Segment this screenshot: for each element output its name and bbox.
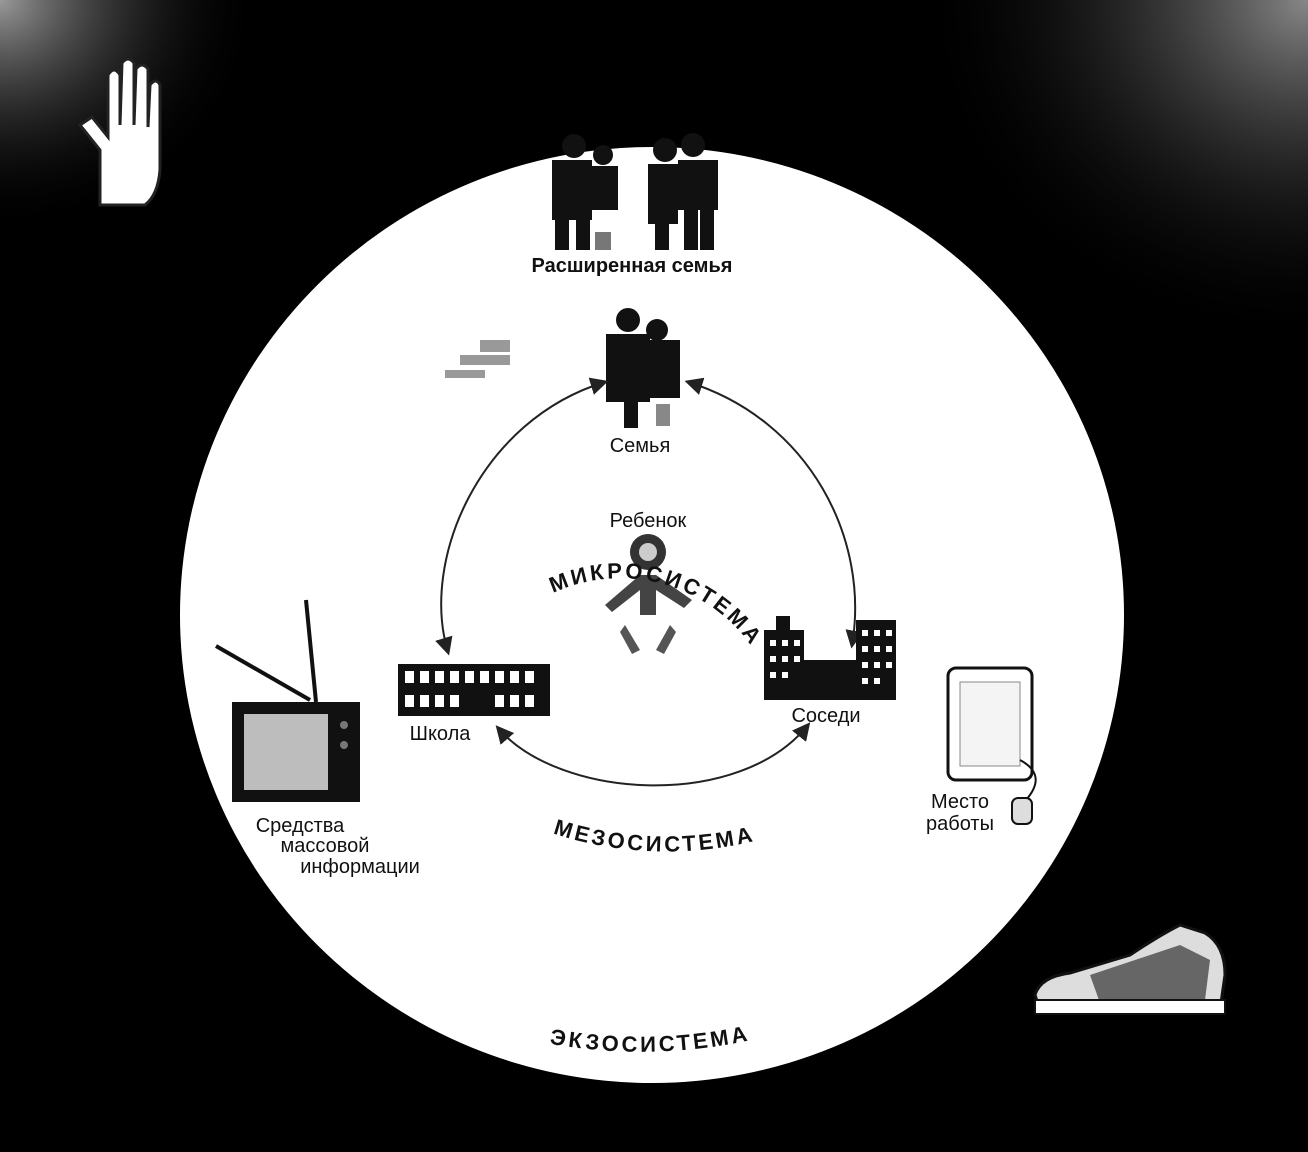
arrow-school-neighbors [495,722,811,787]
child-label: Ребенок [610,510,687,532]
neighbors-label: Соседи [791,705,860,727]
school-label: Школа [410,723,472,745]
tv-icon [215,599,360,802]
svg-text:массовой: массовой [281,835,370,857]
svg-text:работы: работы [926,813,994,835]
extended-family-icon [552,133,718,250]
media-label: Средства массовой информации [256,815,420,878]
sneaker-icon [1033,923,1227,1015]
extended-family-label: Расширенная семья [532,255,733,277]
buildings-icon [764,616,896,700]
child-icon [605,534,692,654]
hand-icon [77,57,162,207]
faded-figure-icon [445,340,510,378]
arrow-family-neighbors [684,377,864,649]
computer-icon [946,666,1037,825]
svg-text:Средства: Средства [256,815,345,837]
arrow-family-school [435,377,609,656]
family-icon [606,308,680,428]
svg-text:Место: Место [931,791,989,813]
school-icon [398,664,550,716]
family-label: Семья [610,435,671,457]
svg-text:информации: информации [300,856,420,878]
workplace-label: Место работы [926,791,994,835]
